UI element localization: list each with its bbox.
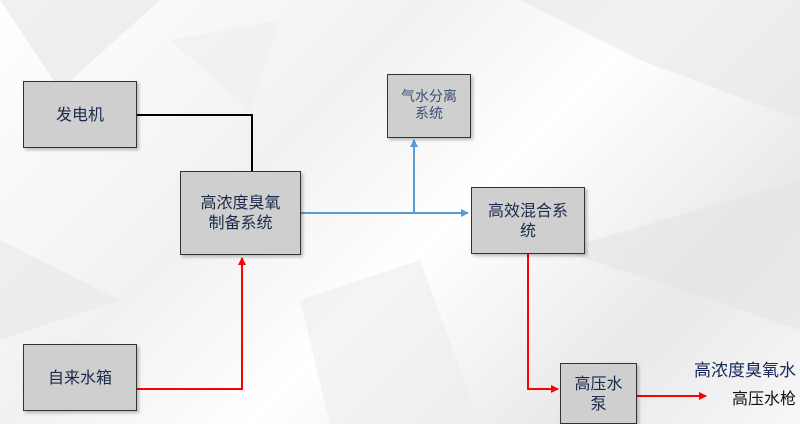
mixing-to-pump-arrow: [527, 254, 559, 393]
mixing-box: 高效混合系 统: [471, 187, 585, 254]
gas-water-separation-box: 气水分离 系统: [387, 74, 471, 138]
mixing-label: 高效混合系 统: [487, 200, 568, 240]
generator-box: 发电机: [23, 81, 137, 148]
high-pressure-pump-box: 高压水 泵: [560, 363, 637, 424]
water-tank-label: 自来水箱: [47, 367, 112, 387]
gas-water-separation-label: 气水分离 系统: [401, 89, 457, 122]
water-tank-box: 自来水箱: [23, 344, 137, 411]
power-line: [137, 114, 253, 171]
ozone-prep-box: 高浓度臭氧 制备系统: [180, 171, 301, 255]
high-pressure-pump-label: 高压水 泵: [574, 373, 623, 413]
ozone-prep-label: 高浓度臭氧 制备系统: [200, 193, 281, 232]
generator-label: 发电机: [55, 104, 104, 124]
output-label-ozone-water: 高浓度臭氧水: [694, 361, 796, 381]
output-label-water-gun: 高压水枪: [731, 389, 796, 408]
tank-to-ozone-arrow: [137, 257, 246, 390]
